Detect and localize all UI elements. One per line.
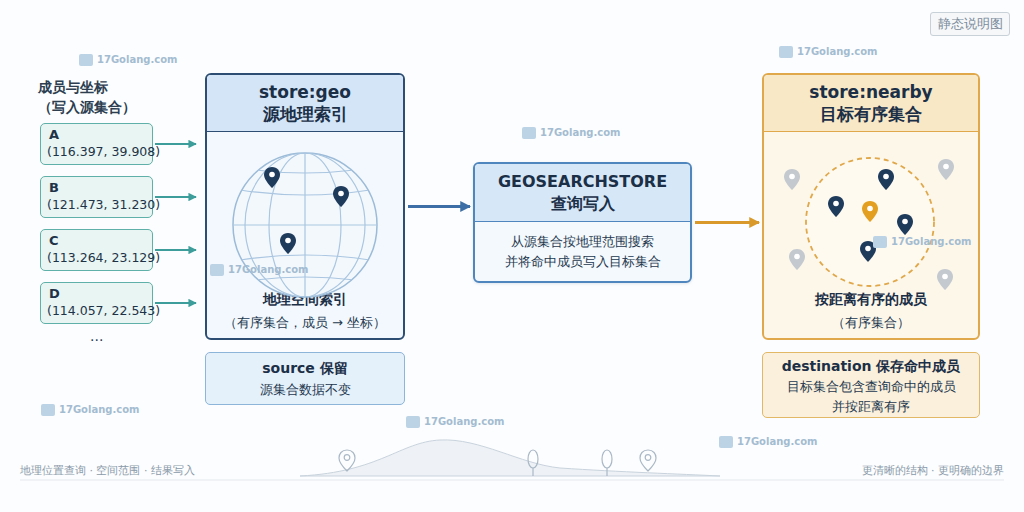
watermark-icon (406, 416, 420, 428)
map-pin (897, 214, 913, 235)
box-title: store:geo 源地理索引 (207, 75, 403, 132)
flow-arrow (155, 143, 196, 145)
tree (602, 450, 612, 468)
nearby-map (784, 158, 954, 290)
box-text: （有序集合） (764, 314, 978, 332)
tree (532, 468, 533, 476)
meridian (304, 153, 305, 297)
map-pin (789, 249, 805, 270)
parallel (240, 190, 370, 195)
parallel (240, 255, 370, 260)
command-box: GEOSEARCHSTORE 查询写入从源集合按地理范围搜索 并将命中成员写入目… (473, 162, 692, 283)
watermark: 17Golang.com (424, 416, 504, 427)
group-heading: 成员与坐标 （写入源集合） (38, 77, 150, 117)
flow-arrow (155, 196, 196, 198)
watermark-icon (873, 236, 887, 248)
footer-rule (20, 480, 1004, 481)
watermark-icon (779, 46, 793, 58)
globe-grid (233, 153, 377, 297)
box-text: 地理空间索引 (207, 291, 403, 309)
ellipsis: ... (90, 328, 103, 344)
destination-set-panel: store:nearby 目标有序集合按距离有序的成员 （有序集合） (762, 73, 980, 340)
box-title: GEOSEARCHSTORE 查询写入 (475, 164, 690, 222)
box-text: (121.473, 31.230) (47, 197, 152, 212)
map-pin (784, 169, 800, 190)
map-pin (828, 196, 844, 217)
watermark: 17Golang.com (97, 54, 177, 65)
watermark-icon (79, 54, 93, 66)
box-title: destination 保存命中成员 (763, 358, 979, 376)
box-text: 从源集合按地理范围搜索 并将命中成员写入目标集合 (475, 232, 690, 272)
globe (233, 153, 377, 297)
box-title: B (49, 180, 148, 195)
hill (300, 440, 720, 476)
meridian (269, 153, 341, 297)
search-radius (806, 158, 934, 286)
tree (528, 450, 538, 468)
watermark: 17Golang.com (737, 436, 817, 447)
box-title: A (49, 127, 148, 142)
footer-scenery (20, 440, 1004, 480)
source-index-panel: store:geo 源地理索引地理空间索引 （有序集合，成员 → 坐标） (205, 73, 405, 340)
box-text: （有序集合，成员 → 坐标） (207, 314, 403, 332)
watermark-icon (41, 404, 55, 416)
box-title: C (49, 233, 148, 248)
watermark-icon (210, 264, 224, 276)
box-text: (114.057, 22.543) (47, 303, 152, 318)
box-text: (116.397, 39.908) (47, 144, 152, 159)
member-box: C (113.264, 23.129) (40, 229, 153, 271)
meridian (245, 153, 365, 297)
parallel (255, 277, 355, 280)
map-pin (938, 159, 954, 180)
box-text: 源集合数据不变 (206, 381, 404, 399)
flow-arrow (155, 249, 196, 251)
member-box: D (114.057, 22.543) (40, 282, 153, 324)
flow-arrow (695, 221, 759, 224)
watermark: 17Golang.com (797, 46, 877, 57)
box-title: store:nearby 目标有序集合 (764, 75, 978, 132)
watermark-icon (719, 436, 733, 448)
box-text: 目标集合包含查询命中的成员 并按距离有序 (763, 377, 979, 417)
watermark-icons (41, 46, 887, 448)
tree (606, 468, 607, 476)
member-box: B (121.473, 31.230) (40, 176, 153, 218)
box-title: D (49, 286, 148, 301)
center-pin (862, 201, 878, 222)
map-pin (937, 269, 953, 290)
parallel (233, 224, 377, 225)
member-box: A (116.397, 39.908) (40, 123, 153, 165)
outline-pin (339, 450, 355, 471)
status-badge: 静态说明图 (930, 12, 1010, 36)
map-pin (264, 167, 280, 188)
map-pin (860, 241, 876, 262)
map-pin (333, 186, 349, 207)
box-text: 按距离有序的成员 (764, 291, 978, 309)
parallel (255, 170, 355, 173)
note-box: source 保留源集合数据不变 (205, 352, 405, 405)
box-text: (113.264, 23.129) (47, 250, 152, 265)
globe-outline (233, 153, 377, 297)
watermark: 17Golang.com (59, 404, 139, 415)
flow-arrow (408, 205, 470, 208)
footer-note: 地理位置查询 · 空间范围 · 结果写入 (20, 463, 195, 478)
watermark: 17Golang.com (540, 127, 620, 138)
flow-arrow (155, 302, 196, 304)
outline-pin (640, 450, 656, 471)
footer-note: 更清晰的结构 · 更明确的边界 (780, 463, 1004, 478)
watermark-icon (522, 127, 536, 139)
map-pin (878, 169, 894, 190)
box-title: source 保留 (206, 360, 404, 378)
map-pin (280, 233, 296, 254)
note-box: destination 保存命中成员目标集合包含查询命中的成员 并按距离有序 (762, 352, 980, 418)
